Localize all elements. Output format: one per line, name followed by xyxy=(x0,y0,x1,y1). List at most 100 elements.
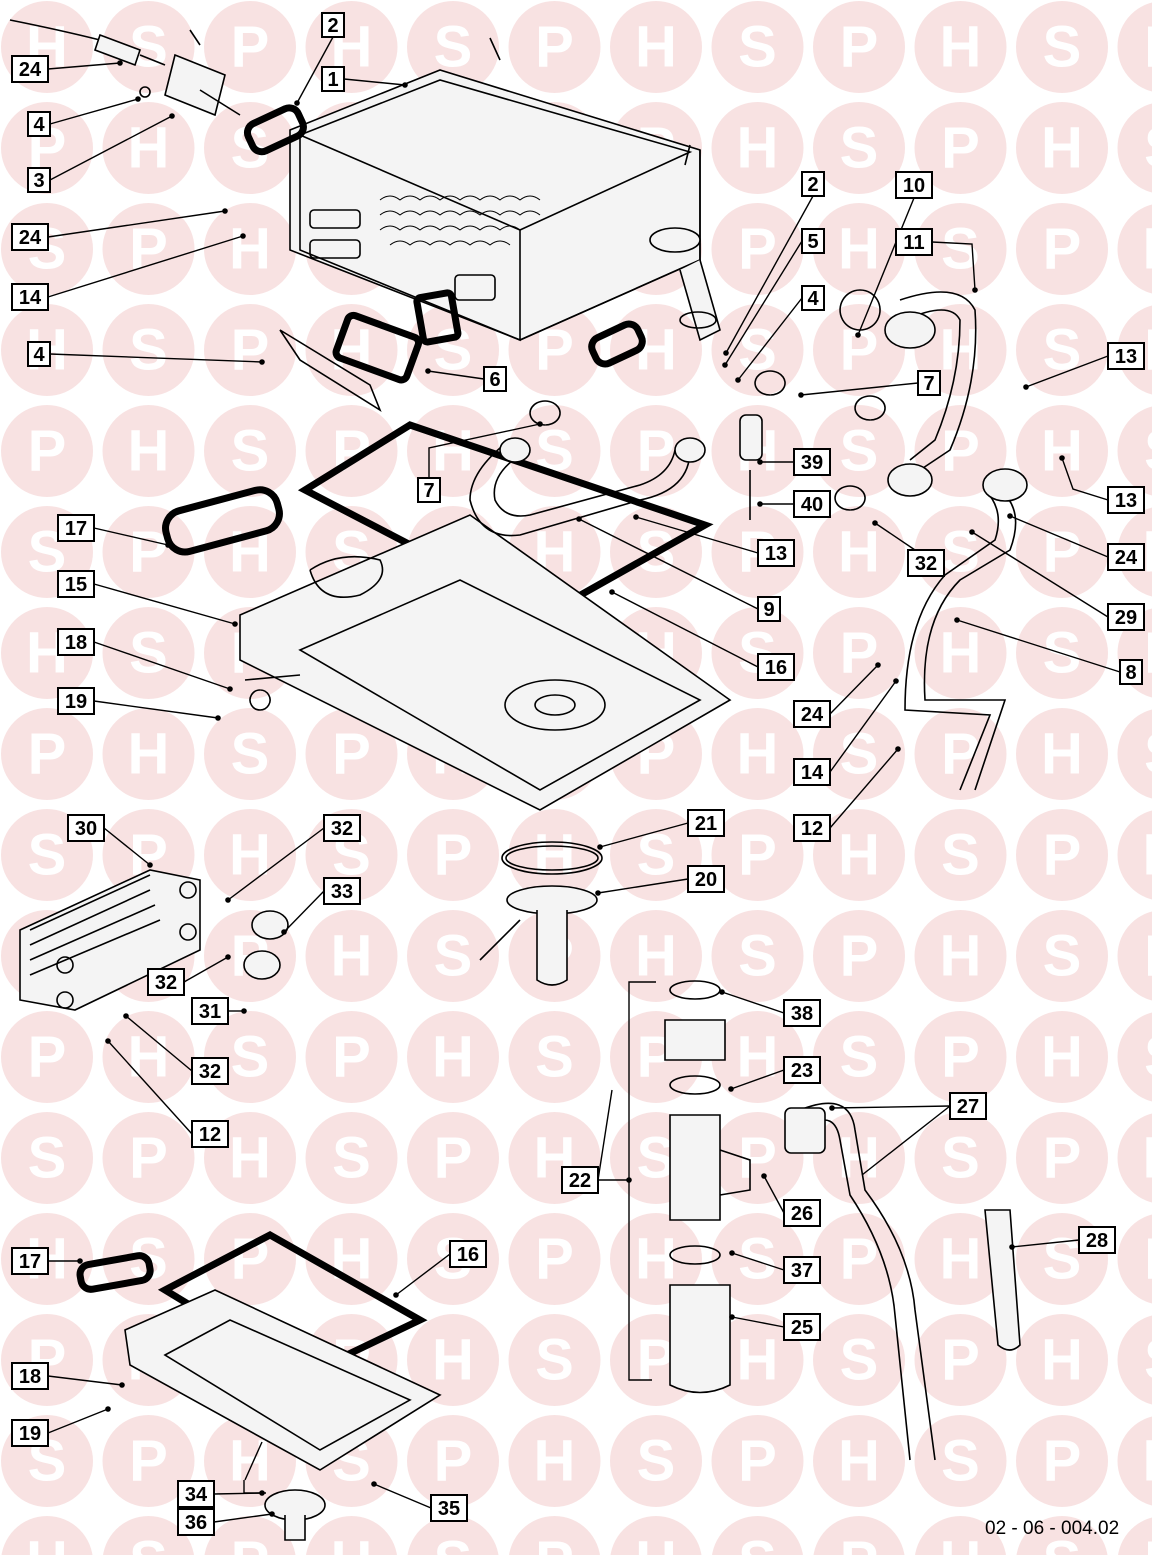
callout-leader xyxy=(343,78,406,86)
svg-text:H: H xyxy=(26,1530,68,1555)
watermark-badge: S xyxy=(711,1213,804,1305)
watermark-badge: S xyxy=(407,1516,499,1555)
callout-number: 39 xyxy=(801,452,823,474)
svg-text:S: S xyxy=(738,1227,777,1292)
callout-20: 20 xyxy=(595,865,725,896)
callout-number: 17 xyxy=(19,1251,41,1273)
watermark-badge: H xyxy=(102,102,195,194)
callout-box xyxy=(757,653,795,681)
callout-box xyxy=(1107,603,1145,631)
callout-number: 25 xyxy=(791,1317,813,1339)
watermark-badge: H xyxy=(914,910,1007,1002)
callout-7: 7 xyxy=(798,370,941,398)
callout-box xyxy=(430,1494,468,1522)
svg-text:H: H xyxy=(635,15,677,80)
seal-17-upper xyxy=(162,486,283,556)
callout-leader xyxy=(49,353,263,363)
assembly-bracket xyxy=(243,1480,266,1494)
svg-text:P: P xyxy=(738,217,777,282)
callout-box xyxy=(793,448,831,476)
callout-box xyxy=(27,341,51,367)
svg-text:P: P xyxy=(231,318,270,383)
watermark-badge: S xyxy=(1117,1012,1152,1102)
watermark-badge: P xyxy=(407,1112,499,1204)
callout-27: 27 xyxy=(829,1092,987,1176)
svg-text:S: S xyxy=(434,924,473,989)
svg-text:S: S xyxy=(231,722,270,787)
callout-number: 24 xyxy=(19,59,42,81)
callout-4: 4 xyxy=(27,96,141,137)
watermark-badge: P xyxy=(1016,809,1108,901)
svg-text:P: P xyxy=(840,15,879,80)
callout-dot xyxy=(294,100,300,106)
svg-text:P: P xyxy=(1144,15,1152,80)
watermark-badge: P xyxy=(1016,506,1108,598)
callout-number: 23 xyxy=(791,1060,813,1082)
watermark-badge: P xyxy=(204,1,296,93)
callout-leader xyxy=(971,531,1109,618)
callout-leader xyxy=(831,1105,951,1109)
callout-number: 27 xyxy=(957,1096,979,1118)
svg-text:H: H xyxy=(737,116,779,181)
callout-leader xyxy=(296,36,334,104)
svg-text:P: P xyxy=(941,419,980,484)
watermark-badge: P xyxy=(508,1213,601,1305)
svg-text:H: H xyxy=(635,1530,677,1555)
watermark-badge: P xyxy=(813,1213,905,1305)
callout-leader xyxy=(763,1175,785,1214)
callout-leader xyxy=(49,98,139,125)
callout-dot xyxy=(147,862,153,868)
callout-box xyxy=(11,55,49,83)
watermark-badge: H xyxy=(711,1011,804,1103)
svg-text:P: P xyxy=(941,722,980,787)
callout-box xyxy=(11,283,49,311)
callout-box xyxy=(57,570,95,598)
callout-18: 18 xyxy=(11,1362,125,1390)
watermark-badge: H xyxy=(610,910,702,1002)
svg-text:S: S xyxy=(434,318,473,383)
svg-text:P: P xyxy=(535,15,574,80)
callout-leader xyxy=(93,527,169,546)
callout-number: 4 xyxy=(33,114,45,136)
watermark-badge: P xyxy=(914,1011,1007,1103)
callout-box xyxy=(783,1199,821,1227)
watermark-badge: H xyxy=(204,809,296,901)
callout-box xyxy=(417,477,441,503)
callout-3: 3 xyxy=(27,113,175,193)
svg-text:H: H xyxy=(737,722,779,787)
callout-dot xyxy=(855,332,861,338)
callout-leader xyxy=(597,1089,613,1181)
watermark-badge: S xyxy=(1117,406,1152,496)
callout-dot xyxy=(735,377,741,383)
heat-exchanger xyxy=(279,37,721,412)
callout-13: 13 xyxy=(1023,342,1145,390)
callout-number: 37 xyxy=(791,1260,813,1282)
svg-text:H: H xyxy=(1143,520,1152,585)
callout-box xyxy=(793,758,831,786)
callout-box xyxy=(11,223,49,251)
watermark-badge: H xyxy=(1,1516,93,1555)
watermark-badge: H xyxy=(1016,1011,1108,1103)
svg-text:H: H xyxy=(1041,419,1083,484)
callout-leader xyxy=(611,591,759,668)
callout-box xyxy=(321,12,345,38)
callout-dot xyxy=(972,287,978,293)
callout-box xyxy=(801,285,825,311)
watermark-badge: P xyxy=(813,1516,905,1555)
svg-text:P: P xyxy=(840,1227,879,1292)
svg-text:S: S xyxy=(129,318,168,383)
svg-text:S: S xyxy=(637,1429,676,1494)
watermark-badge: P xyxy=(1,1011,93,1103)
svg-text:S: S xyxy=(535,1025,574,1090)
callout-dot xyxy=(537,421,543,427)
callout-number: 10 xyxy=(903,175,925,197)
callout-leader xyxy=(283,890,325,933)
svg-text:H: H xyxy=(1143,1126,1152,1191)
svg-text:P: P xyxy=(332,1025,371,1090)
svg-text:S: S xyxy=(840,1328,879,1393)
watermark-badge: H xyxy=(610,304,702,396)
watermark-badge: H xyxy=(204,506,296,598)
electrode-assembly xyxy=(9,19,241,117)
watermark-badge: H xyxy=(711,708,804,800)
watermark-badge: S xyxy=(407,304,499,396)
